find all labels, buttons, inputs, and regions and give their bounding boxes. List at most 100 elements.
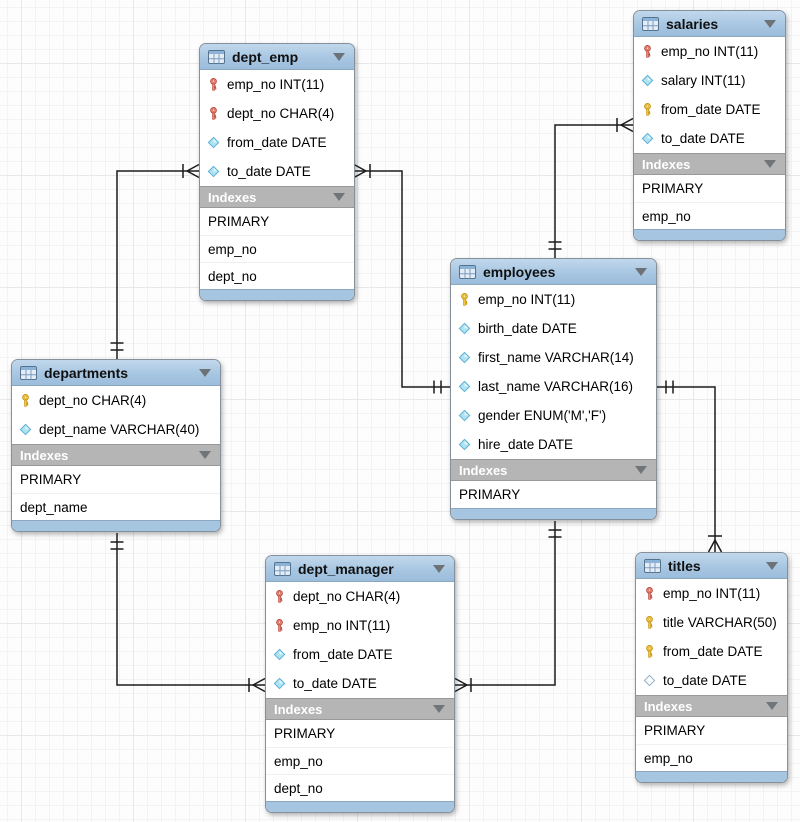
index-row[interactable]: dept_no (200, 262, 354, 289)
crow-foot-marker (248, 677, 266, 693)
relationship-titles-employees[interactable] (657, 386, 716, 552)
column-row[interactable]: emp_no INT(11) (636, 579, 787, 608)
collapse-arrow-icon[interactable] (766, 561, 778, 570)
column-row[interactable]: to_date DATE (636, 666, 787, 695)
column-row[interactable]: emp_no INT(11) (200, 70, 354, 99)
column-row[interactable]: dept_no CHAR(4) (266, 582, 454, 611)
one-marker (665, 380, 674, 394)
table-footer (200, 289, 354, 300)
column-row[interactable]: from_date DATE (636, 637, 787, 666)
collapse-arrow-icon[interactable] (433, 564, 445, 573)
index-row[interactable]: emp_no (266, 747, 454, 774)
column-icon (458, 409, 471, 422)
collapse-arrow-icon[interactable] (199, 368, 211, 377)
column-text: gender ENUM('M','F') (478, 408, 607, 423)
index-name: emp_no (274, 753, 323, 769)
table-icon (459, 264, 476, 279)
collapse-arrow-icon[interactable] (766, 702, 778, 710)
crow-foot-marker (616, 117, 634, 133)
table-header[interactable]: titles (636, 553, 787, 579)
index-name: emp_no (642, 208, 691, 224)
relationship-dept_emp-departments[interactable] (116, 170, 199, 359)
collapse-arrow-icon[interactable] (333, 52, 345, 61)
foreign-key-icon (641, 45, 654, 58)
column-row[interactable]: first_name VARCHAR(14) (451, 343, 656, 372)
indexes-label: Indexes (644, 698, 693, 714)
index-row[interactable]: emp_no (636, 744, 787, 771)
column-row[interactable]: title VARCHAR(50) (636, 608, 787, 637)
table-header[interactable]: departments (12, 360, 220, 386)
foreign-key-icon (207, 107, 220, 120)
relationship-salaries-employees[interactable] (554, 124, 633, 258)
column-row[interactable]: dept_no CHAR(4) (200, 99, 354, 128)
indexes-header[interactable]: Indexes (200, 186, 354, 208)
table-title: employees (483, 263, 556, 280)
column-text: first_name VARCHAR(14) (478, 350, 634, 365)
column-row[interactable]: to_date DATE (200, 157, 354, 186)
indexes-header[interactable]: Indexes (12, 444, 220, 466)
indexes-header[interactable]: Indexes (451, 459, 656, 481)
column-row[interactable]: emp_no INT(11) (266, 611, 454, 640)
indexes-label: Indexes (20, 447, 69, 463)
column-icon (273, 648, 286, 661)
nullable-column-icon (643, 674, 656, 687)
column-text: dept_no CHAR(4) (227, 106, 335, 121)
collapse-arrow-icon[interactable] (433, 705, 445, 713)
column-row[interactable]: from_date DATE (200, 128, 354, 157)
relationship-dept_manager-employees[interactable] (455, 521, 556, 686)
column-text: from_date DATE (227, 135, 327, 150)
column-row[interactable]: to_date DATE (634, 124, 785, 153)
column-text: to_date DATE (293, 676, 377, 691)
collapse-arrow-icon[interactable] (635, 267, 647, 276)
column-text: birth_date DATE (478, 321, 577, 336)
index-row[interactable]: PRIMARY (200, 208, 354, 235)
index-row[interactable]: emp_no (200, 235, 354, 262)
column-row[interactable]: to_date DATE (266, 669, 454, 698)
index-row[interactable]: PRIMARY (266, 720, 454, 747)
table-header[interactable]: salaries (634, 11, 785, 37)
column-row[interactable]: last_name VARCHAR(16) (451, 372, 656, 401)
table-header[interactable]: dept_emp (200, 44, 354, 70)
column-row[interactable]: dept_no CHAR(4) (12, 386, 220, 415)
table-dept_emp[interactable]: dept_emp emp_no INT(11) dept_no CHAR(4) fro… (199, 43, 355, 301)
column-row[interactable]: gender ENUM('M','F') (451, 401, 656, 430)
column-text: dept_no CHAR(4) (293, 589, 401, 604)
index-row[interactable]: PRIMARY (634, 175, 785, 202)
collapse-arrow-icon[interactable] (199, 451, 211, 459)
collapse-arrow-icon[interactable] (333, 193, 345, 201)
column-row[interactable]: emp_no INT(11) (451, 285, 656, 314)
index-row[interactable]: dept_name (12, 493, 220, 520)
indexes-header[interactable]: Indexes (636, 695, 787, 717)
column-row[interactable]: dept_name VARCHAR(40) (12, 415, 220, 444)
relationship-dept_manager-departments[interactable] (116, 533, 265, 686)
column-text: salary INT(11) (661, 73, 746, 88)
index-row[interactable]: PRIMARY (12, 466, 220, 493)
table-header[interactable]: dept_manager (266, 556, 454, 582)
column-row[interactable]: salary INT(11) (634, 66, 785, 95)
column-row[interactable]: birth_date DATE (451, 314, 656, 343)
table-employees[interactable]: employees emp_no INT(11) birth_date DATE fi… (450, 258, 657, 520)
index-row[interactable]: PRIMARY (636, 717, 787, 744)
column-row[interactable]: hire_date DATE (451, 430, 656, 459)
column-row[interactable]: emp_no INT(11) (634, 37, 785, 66)
indexes-header[interactable]: Indexes (266, 698, 454, 720)
column-row[interactable]: from_date DATE (266, 640, 454, 669)
index-row[interactable]: dept_no (266, 774, 454, 801)
index-row[interactable]: emp_no (634, 202, 785, 229)
collapse-arrow-icon[interactable] (764, 19, 776, 28)
index-name: PRIMARY (274, 726, 336, 741)
table-dept_manager[interactable]: dept_manager dept_no CHAR(4) emp_no INT(11… (265, 555, 455, 813)
collapse-arrow-icon[interactable] (764, 160, 776, 168)
indexes-header[interactable]: Indexes (634, 153, 785, 175)
column-row[interactable]: from_date DATE (634, 95, 785, 124)
relationship-dept_emp-employees[interactable] (354, 170, 450, 388)
collapse-arrow-icon[interactable] (635, 466, 647, 474)
table-header[interactable]: employees (451, 259, 656, 285)
table-title: dept_emp (232, 48, 299, 65)
index-row[interactable]: PRIMARY (451, 481, 656, 508)
